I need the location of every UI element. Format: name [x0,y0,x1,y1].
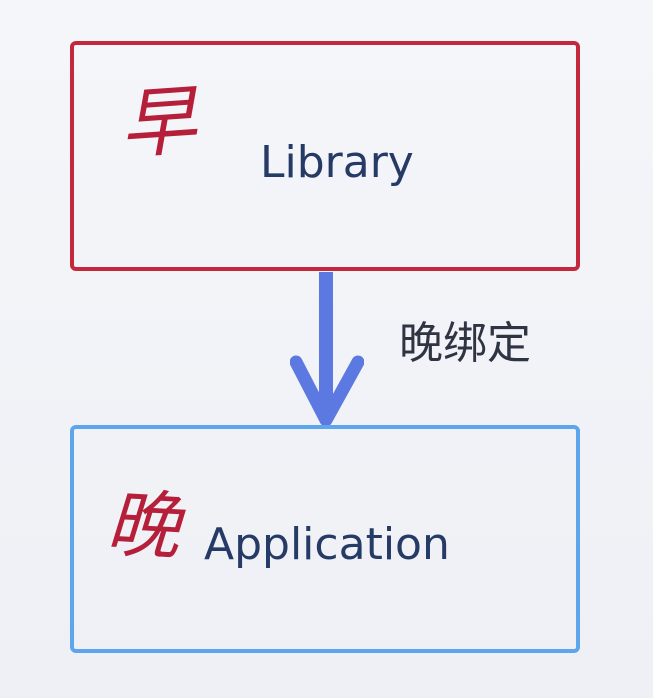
arrow-shaft [319,272,333,407]
arrow-head [290,355,364,427]
late-binding-label: 晚绑定 [399,318,531,369]
application-node: 晚 Application [70,425,580,653]
late-annotation: 晚 [103,481,183,571]
application-label: Application [204,519,450,570]
library-node: 早 Library [70,41,580,271]
library-label: Library [260,137,414,188]
down-arrow [290,272,364,427]
early-annotation: 早 [116,75,199,170]
